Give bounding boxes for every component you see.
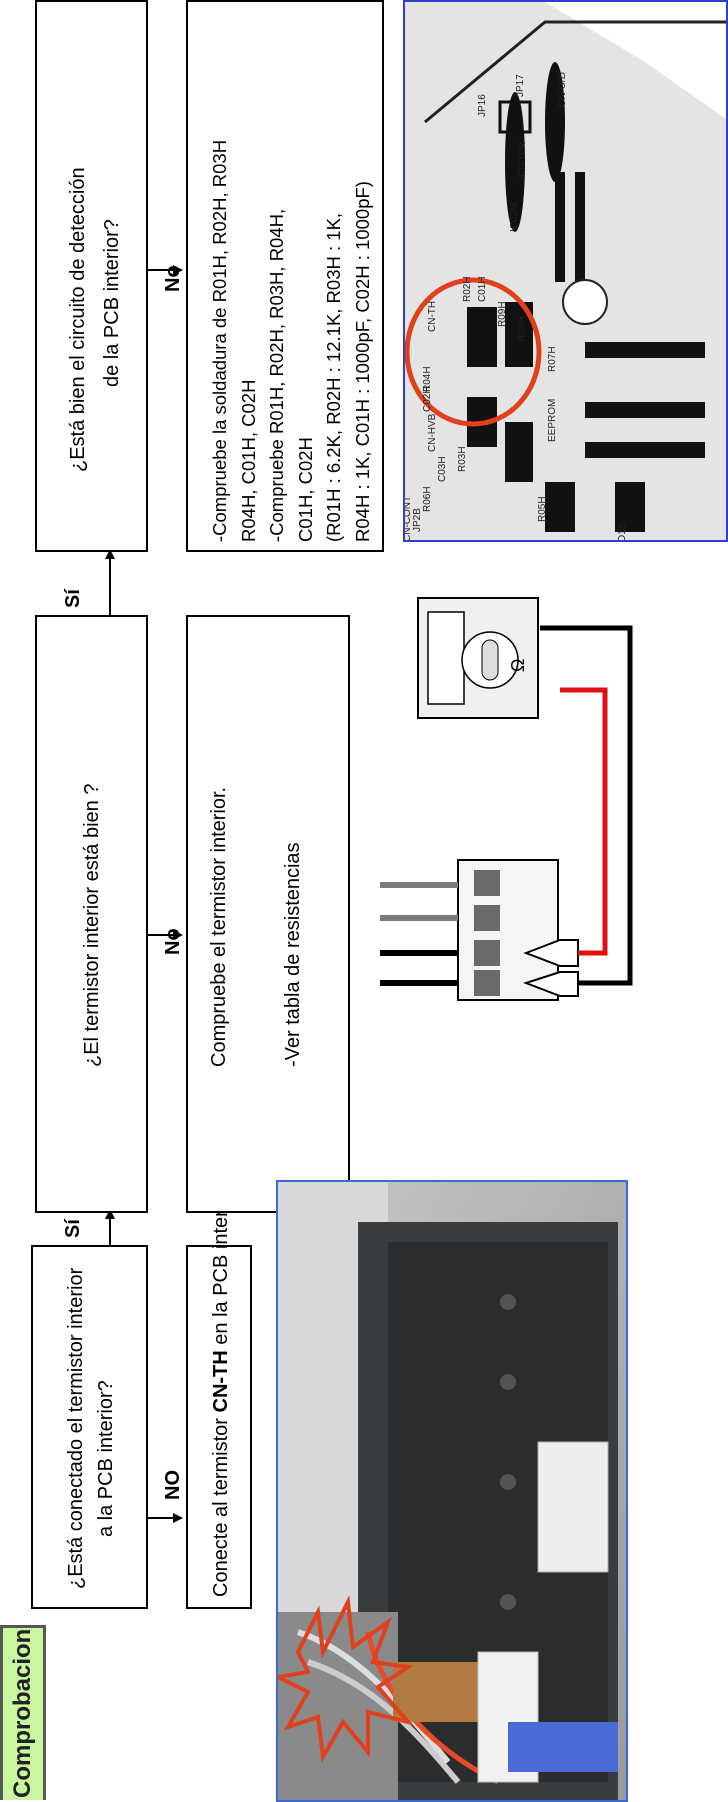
- answer-2-line2: -Ver tabla de resistencias: [282, 842, 304, 1067]
- answer-3-line-5: (R01H : 6.2K, R02H : 12.1K, R03H : 1K,: [323, 212, 344, 542]
- label-q2-si: Sí: [62, 589, 84, 608]
- label-q1-no: NO: [162, 1470, 184, 1500]
- multimeter-ohm-symbol: Ω: [508, 658, 528, 672]
- question-2-box: ¿El termistor interior está bien ?: [35, 615, 148, 1213]
- label-q3-no: No: [162, 265, 184, 292]
- pcb-label: C01H: [477, 276, 488, 302]
- highlight-burst-icon: [278, 1595, 414, 1764]
- connector-photo-illustration: [278, 1182, 626, 1800]
- pcb-label: CN-U/R: [517, 142, 528, 177]
- answer-3-line-2: R04H, C01H, C02H: [237, 379, 259, 542]
- pcb-illustration: CN-U/D CN-U/R JP16 JP17 IC02M CN-TH R02H…: [405, 2, 726, 542]
- pcb-label: R05H: [537, 496, 548, 522]
- answer-3-box: -Compruebe la soldadura de R01H, R02H, R…: [186, 0, 384, 552]
- pcb-label: CN-CONT: [405, 496, 413, 542]
- answer-3-line-3: -Compruebe R01H, R02H, R03H, R04H,: [266, 208, 287, 542]
- pcb-label: JP2B: [412, 508, 423, 532]
- pcb-label: C02H: [422, 386, 433, 412]
- question-1-box: ¿Está conectado el termistor interior a …: [31, 1245, 148, 1609]
- pcb-label: EEPROM: [547, 399, 558, 442]
- pcb-label: R02H: [462, 276, 473, 302]
- pcb-label: R03H: [457, 446, 468, 472]
- pcb-label: R06H: [422, 486, 433, 512]
- pcb-label: R07H: [547, 346, 558, 372]
- highlight-circle-icon: [405, 277, 542, 427]
- pcb-label: CN-U/D: [557, 72, 568, 107]
- answer-3-text: -Compruebe la soldadura de R01H, R02H, R…: [206, 140, 377, 542]
- question-2-text: ¿El termistor interior está bien ?: [81, 783, 103, 1067]
- pcb-label: CN-HVB: [427, 413, 438, 452]
- answer-3-line-1: -Compruebe la soldadura de R01H, R02H, R…: [209, 139, 230, 542]
- answer-2-line1: Compruebe el termistor interior.: [208, 786, 230, 1067]
- pcb-label: R04H: [422, 366, 433, 392]
- pcb-label: R08H: [517, 316, 528, 342]
- pcb-label: C03H: [437, 456, 448, 482]
- question-3-line1: ¿Está bien el circuito de detección: [67, 167, 89, 472]
- answer-1-text: Conecte al termistor CN-TH en la PCB int…: [210, 1187, 232, 1597]
- pcb-image: CN-U/D CN-U/R JP16 JP17 IC02M CN-TH R02H…: [403, 0, 728, 542]
- question-1-line2: a la PCB interior?: [95, 1380, 117, 1537]
- answer-2-box: Compruebe el termistor interior. -Ver ta…: [186, 615, 350, 1213]
- label-q1-si: Sí: [62, 1219, 84, 1238]
- answer-1-box: Conecte al termistor CN-TH en la PCB int…: [186, 1188, 252, 1609]
- header-tab: Comprobaciones: [0, 1625, 46, 1800]
- pcb-label: IC02M: [509, 203, 520, 232]
- answer-3-line-6: R04H : 1K, C01H : 1000pF, C02H : 1000pF): [351, 181, 373, 542]
- pcb-label: R09H: [497, 301, 508, 327]
- question-1-line1: ¿Está conectado el termistor interior: [65, 1267, 87, 1589]
- pcb-label: JP16: [477, 94, 488, 117]
- pcb-label: CN-TH: [427, 301, 438, 332]
- connector-photo: [276, 1180, 628, 1802]
- question-3-line2: de la PCB interior?: [101, 219, 123, 387]
- answer-3-line-4: C01H, C02H: [294, 437, 316, 542]
- pcb-label: JP17: [515, 74, 526, 97]
- question-3-box: ¿Está bien el circuito de detección de l…: [35, 0, 148, 552]
- label-q2-no: No: [162, 928, 184, 955]
- pcb-label: D1S: [617, 522, 628, 542]
